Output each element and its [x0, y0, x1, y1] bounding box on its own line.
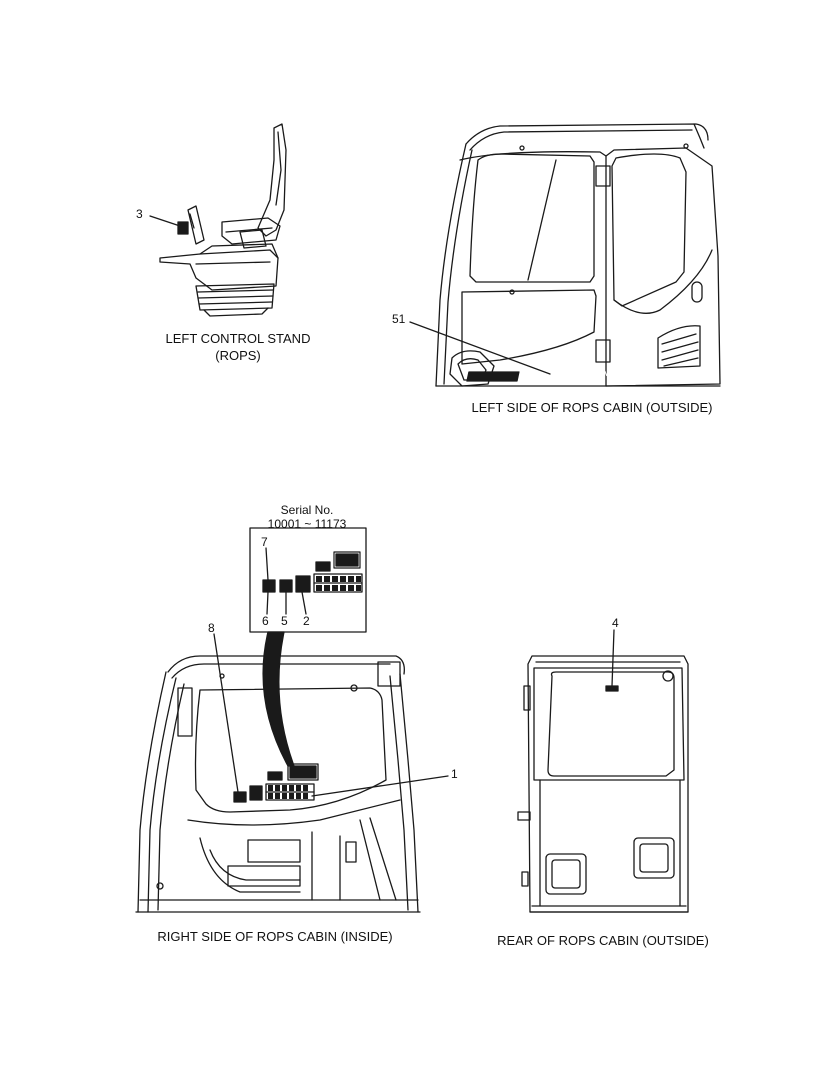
left-control-stand-caption-line2: (ROPS) — [215, 348, 261, 363]
left-control-stand-drawing — [149, 123, 287, 317]
rear-cabin-drawing — [517, 629, 689, 913]
callout-6: 6 — [262, 614, 269, 628]
detail-box-drawing — [249, 527, 367, 767]
callout-8: 8 — [208, 621, 215, 635]
right-side-cabin-caption: RIGHT SIDE OF ROPS CABIN (INSIDE) — [157, 929, 393, 944]
doosan-logo-text: DOOSAN — [575, 371, 609, 378]
left-side-cabin-caption: LEFT SIDE OF ROPS CABIN (OUTSIDE) — [471, 400, 713, 415]
serial-range: 10001 ~ 11173 — [267, 517, 347, 531]
callout-3: 3 — [136, 207, 143, 221]
left-control-stand-caption-line1: LEFT CONTROL STAND — [165, 331, 311, 346]
left-side-cabin-drawing — [409, 123, 721, 387]
callout-2: 2 — [303, 614, 310, 628]
serial-label: Serial No. — [280, 503, 334, 517]
callout-51: 51 — [392, 312, 406, 326]
callout-1: 1 — [451, 767, 458, 781]
right-side-cabin-drawing — [135, 633, 449, 913]
callout-5: 5 — [281, 614, 288, 628]
rear-cabin-caption: REAR OF ROPS CABIN (OUTSIDE) — [497, 933, 709, 948]
callout-7: 7 — [261, 535, 268, 549]
callout-4: 4 — [612, 616, 619, 630]
